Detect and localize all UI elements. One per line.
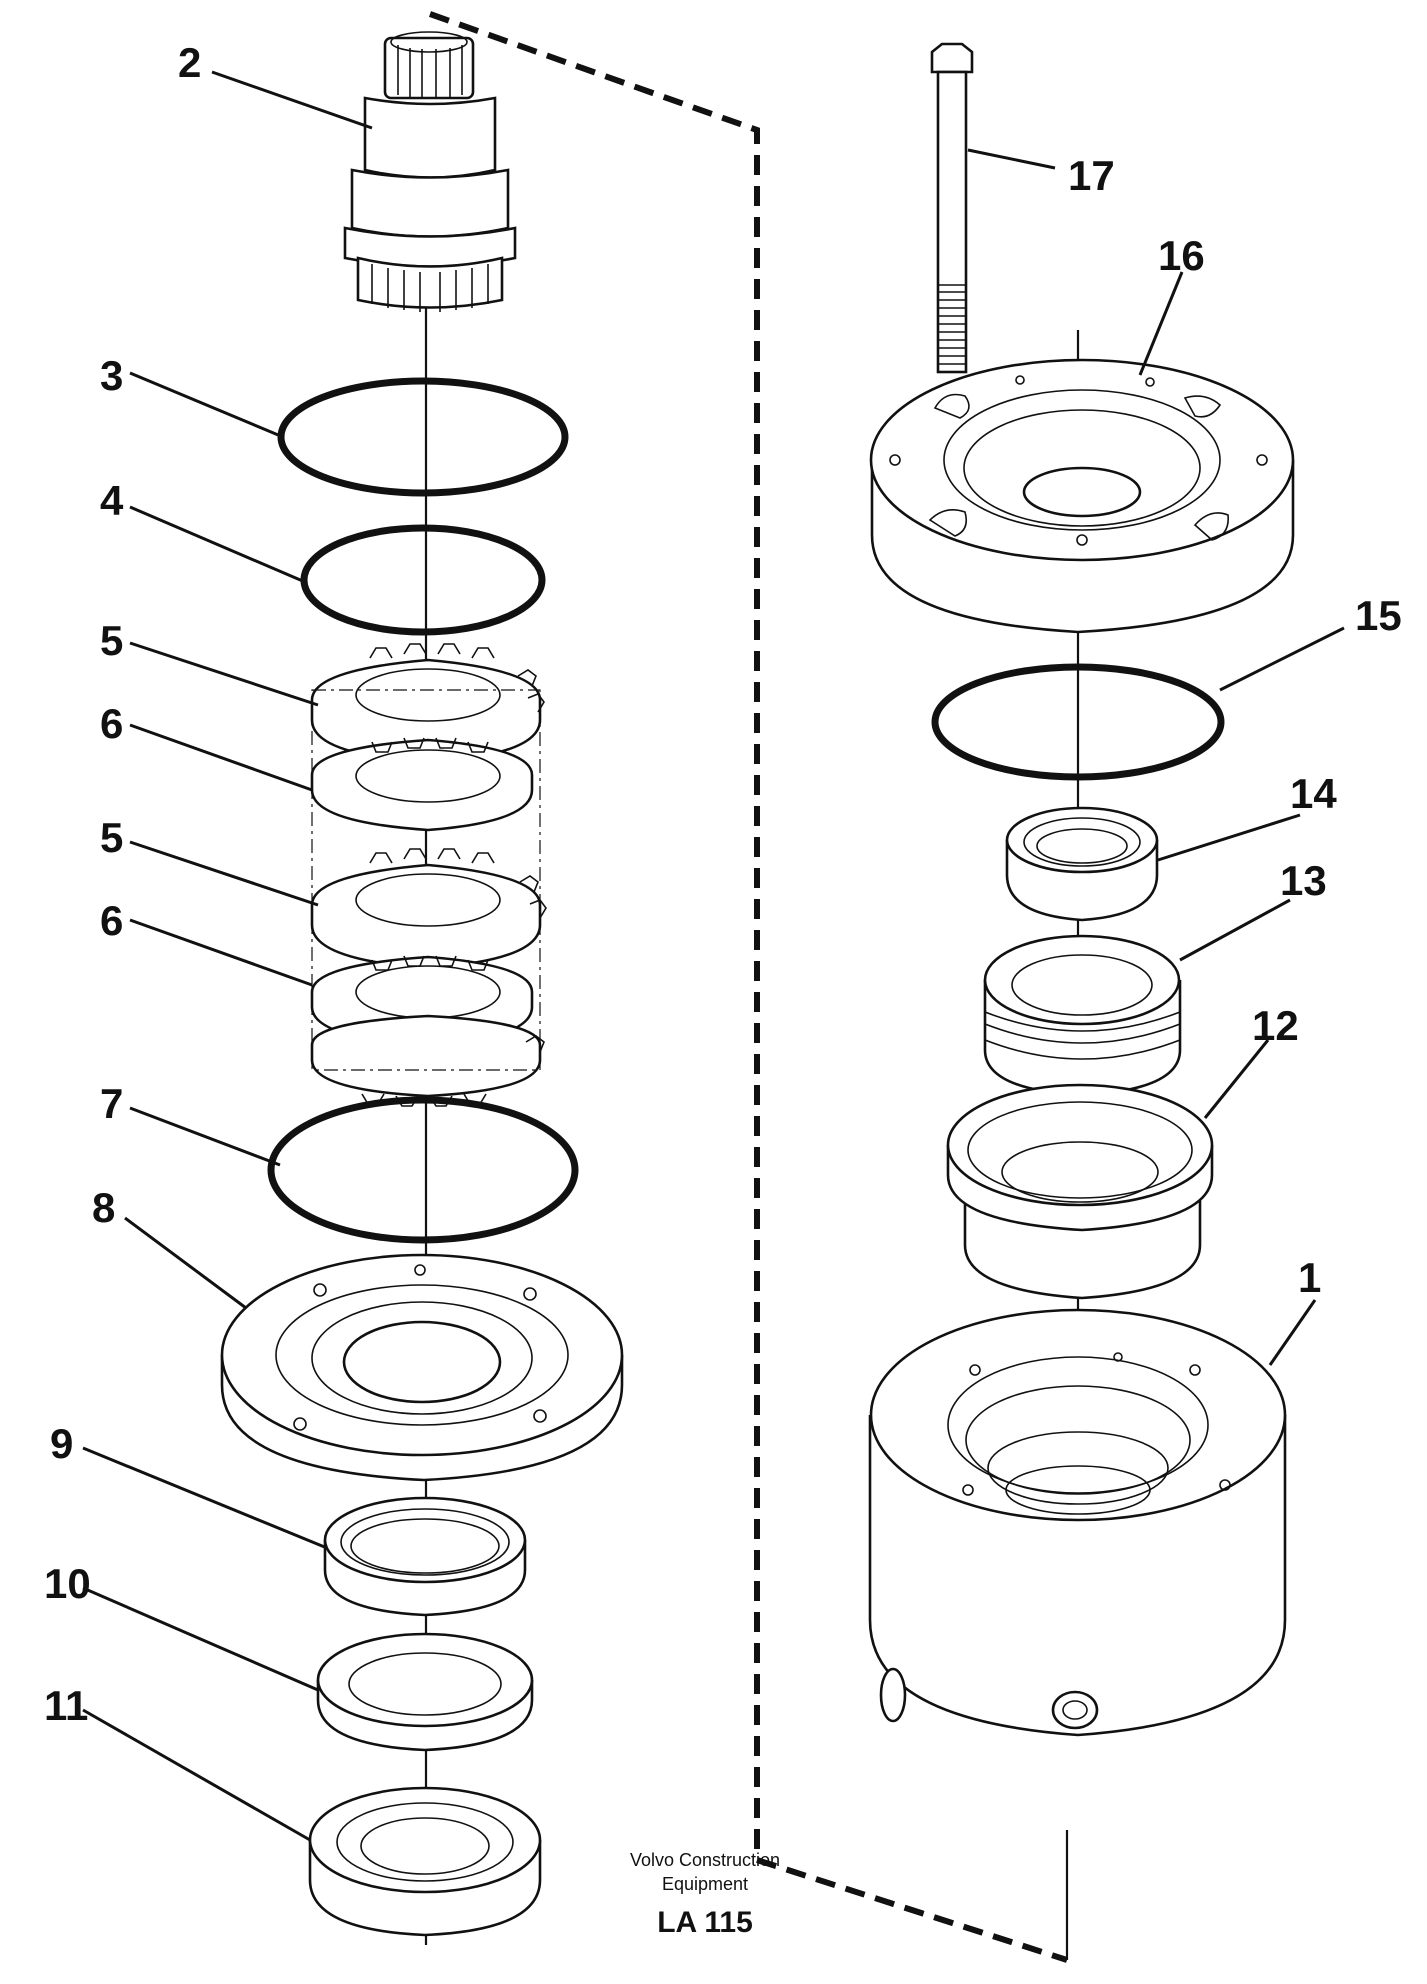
part-4-o-ring	[300, 524, 546, 636]
friction-disc-bottom	[310, 1014, 545, 1107]
leader-7	[129, 1106, 281, 1167]
caption-manufacturer-line2: Equipment	[662, 1874, 748, 1894]
label-part-16: 16	[1158, 232, 1205, 279]
label-part-1: 1	[1298, 1254, 1321, 1301]
part-14-bearing	[1005, 806, 1159, 922]
leader-14	[1157, 813, 1301, 862]
part-11-bearing	[308, 1786, 542, 1937]
leader-10	[82, 1586, 319, 1692]
label-part-10: 10	[44, 1560, 91, 1607]
leader-6a	[129, 723, 313, 792]
leader-11	[82, 1708, 311, 1842]
label-part-6-lower: 6	[100, 897, 123, 944]
part-10-ring	[316, 1632, 534, 1752]
leader-4	[129, 505, 306, 584]
caption-manufacturer-line1: Volvo Construction	[630, 1850, 780, 1870]
label-part-12: 12	[1252, 1002, 1299, 1049]
part-5-friction-disc-lower	[310, 848, 547, 970]
label-part-7: 7	[100, 1080, 123, 1127]
label-part-5-lower: 5	[100, 814, 123, 861]
leader-17	[967, 148, 1056, 170]
leader-16	[1138, 271, 1184, 376]
label-part-13: 13	[1280, 857, 1327, 904]
part-9-seal	[323, 1496, 527, 1617]
label-part-15: 15	[1355, 592, 1402, 639]
assembly-dashed-connector	[428, 11, 1068, 1963]
leader-3	[129, 371, 284, 439]
label-part-6-upper: 6	[100, 700, 123, 747]
part-3-o-ring	[277, 377, 569, 497]
part-17-bolt	[930, 42, 974, 374]
part-16-housing-cover	[869, 358, 1295, 634]
part-12-flanged-sleeve	[946, 1083, 1214, 1300]
leader-1	[1268, 1299, 1317, 1366]
caption-figure-code: LA 115	[657, 1906, 753, 1939]
leader-12	[1203, 1039, 1270, 1119]
label-part-8: 8	[92, 1184, 115, 1231]
part-8-cover-plate	[220, 1253, 624, 1482]
leader-6b	[129, 918, 313, 987]
part-2-pinion-shaft	[343, 31, 517, 312]
leader-2	[211, 70, 373, 130]
label-part-9: 9	[50, 1420, 73, 1467]
leader-15	[1219, 626, 1345, 692]
leader-9	[82, 1446, 328, 1550]
disc-pack-outline	[311, 689, 541, 1071]
leader-5b	[129, 840, 319, 907]
part-7-o-ring	[267, 1096, 579, 1244]
label-part-4: 4	[100, 477, 124, 524]
part-1-housing	[868, 1308, 1287, 1737]
label-part-2: 2	[178, 39, 201, 86]
part-6-separator-plate-upper	[310, 737, 534, 832]
leader-5a	[129, 641, 319, 707]
leader-8	[124, 1216, 247, 1310]
label-part-17: 17	[1068, 152, 1115, 199]
part-15-o-ring	[931, 663, 1225, 781]
label-part-3: 3	[100, 352, 123, 399]
label-part-14: 14	[1290, 770, 1337, 817]
part-13-grooved-ring	[983, 934, 1182, 1097]
label-part-11: 11	[44, 1682, 88, 1729]
label-part-5-upper: 5	[100, 617, 123, 664]
leader-13	[1179, 898, 1291, 962]
